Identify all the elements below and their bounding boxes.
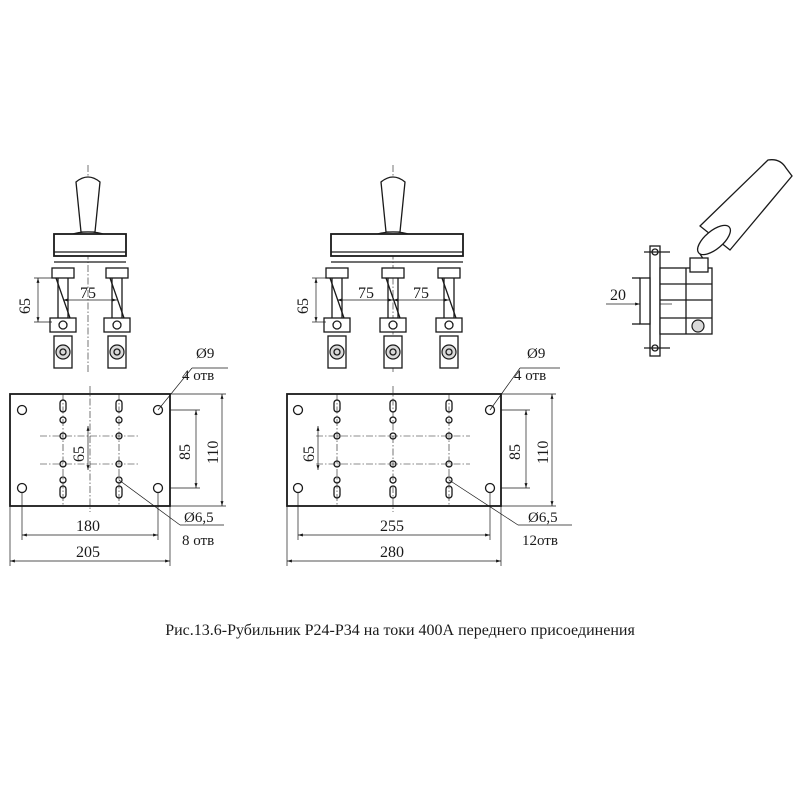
small-holes-3pole [333,394,453,506]
pole-3 [435,267,463,369]
hole-large-count-label: 4 отв [182,368,214,384]
dim-height-label: 65 [17,298,34,314]
dim-total-height-label: 110 [535,441,552,464]
view-2pole-front: 65 75 [17,165,131,372]
dim-spacing-1-label: 75 [358,285,374,302]
dim-height-label: 65 [295,298,312,314]
hole-large-count-label: 4 отв [514,368,546,384]
view-2pole-plan: Ø9 4 отв 65 85 110 180 205 Ø6,5 8 отв [9,346,228,566]
dim-inner-height-label: 65 [301,446,318,462]
pole-1 [323,267,351,369]
figure-caption: Рис.13.6-Рубильник Р24-Р34 на токи 400А … [165,622,635,639]
dim-inner-width-label: 255 [380,518,404,535]
dim-inner-width-label: 180 [76,518,100,535]
pole-2 [379,267,407,369]
hole-small-dia-label: Ø6,5 [528,510,558,526]
dim-spacing-2-label: 75 [413,285,429,302]
dim-depth-label: 20 [610,287,626,304]
dim-total-width-label: 280 [380,544,404,561]
hole-large-dia-label: Ø9 [196,346,214,362]
hole-small-count-label: 8 отв [182,533,214,549]
view-3pole-plan: Ø9 4 отв 65 85 110 255 280 Ø6,5 12отв [286,346,572,566]
dim-inner-height-label: 65 [71,446,88,462]
dim-hole-height-label: 85 [177,444,194,460]
dim-spacing-label: 75 [80,285,96,302]
view-side: 20 [606,159,793,357]
pole-left [49,267,77,369]
dim-hole-height-label: 85 [507,444,524,460]
pole-right [103,267,131,369]
hole-small-count-label: 12отв [522,533,558,549]
dim-total-width-label: 205 [76,544,100,561]
hole-small-dia-label: Ø6,5 [184,510,214,526]
view-3pole-front: 65 75 75 [295,165,464,372]
small-holes-2pole [59,394,123,506]
hole-large-dia-label: Ø9 [527,346,545,362]
dim-total-height-label: 110 [205,441,222,464]
